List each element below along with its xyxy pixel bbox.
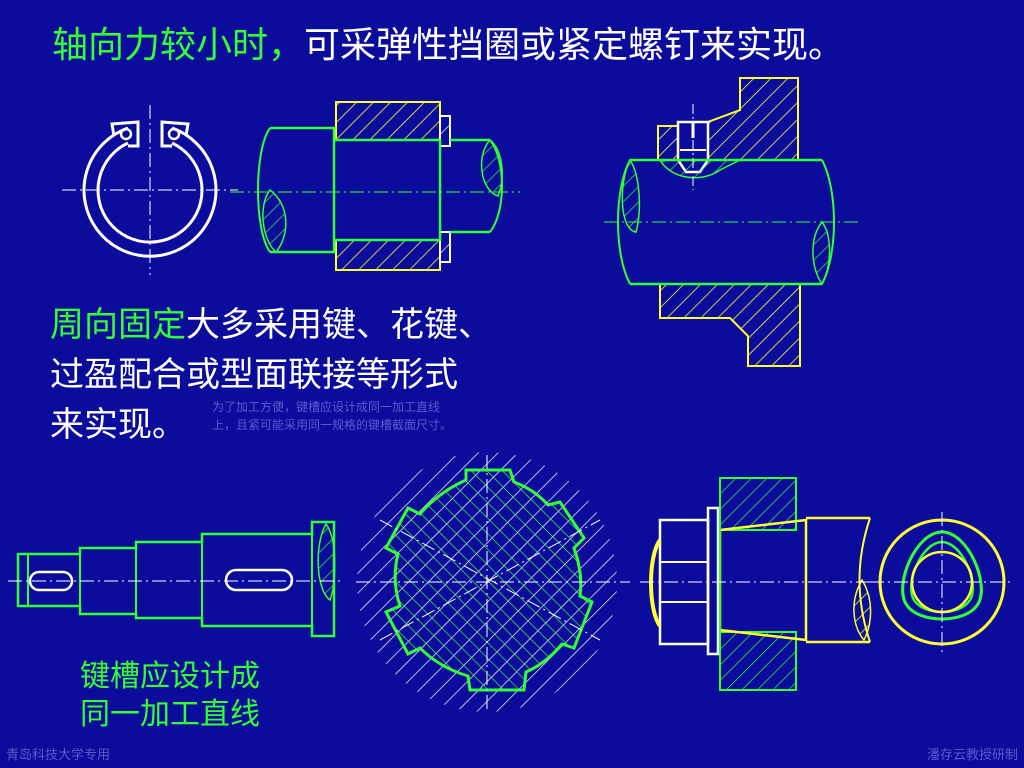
spline-section-figure [356, 452, 630, 712]
circumferential-line-1: 周向固定大多采用键、花键、 [50, 300, 492, 350]
circumferential-text: 周向固定大多采用键、花键、 过盈配合或型面联接等形式 来实现。 [50, 300, 492, 450]
design-note-line-2: 上，且紧可能采用同一规格的键槽截面尺寸。 [212, 418, 453, 432]
design-note-line-1: 为了加工方便，键槽应设计成同一加工直线 [212, 400, 441, 414]
title-highlight: 轴向力较小时， [52, 25, 305, 66]
circumferential-line-2: 过盈配合或型面联接等形式 [50, 355, 458, 395]
circlip-figure [62, 105, 238, 275]
circumferential-line-3: 来实现。 [50, 405, 186, 445]
footer-right: 潘存云教授研制 [926, 748, 1018, 763]
snap-ring-shaft-figure [230, 101, 520, 271]
keyway-caption: 键槽应设计成 同一加工直线 [80, 658, 260, 734]
circumferential-highlight: 周向固定 [50, 305, 186, 345]
keyway-caption-line-2: 同一加工直线 [80, 697, 260, 732]
design-note: 为了加工方便，键槽应设计成同一加工直线 上，且紧可能采用同一规格的键槽截面尺寸。 [212, 398, 452, 434]
circumferential-line1-rest: 大多采用键、花键、 [186, 305, 492, 345]
set-screw-figure [604, 77, 862, 367]
keyway-caption-line-1: 键槽应设计成 [80, 659, 260, 694]
slide-title: 轴向力较小时，可采弹性挡圈或紧定螺钉来实现。 [52, 22, 844, 70]
taper-nut-figure [640, 477, 880, 691]
footer-left: 青岛科技大学专用 [6, 748, 111, 763]
title-rest: 可采弹性挡圈或紧定螺钉来实现。 [304, 25, 845, 66]
stepped-shaft-figure [8, 520, 344, 638]
polygon-profile-figure [870, 512, 1014, 652]
